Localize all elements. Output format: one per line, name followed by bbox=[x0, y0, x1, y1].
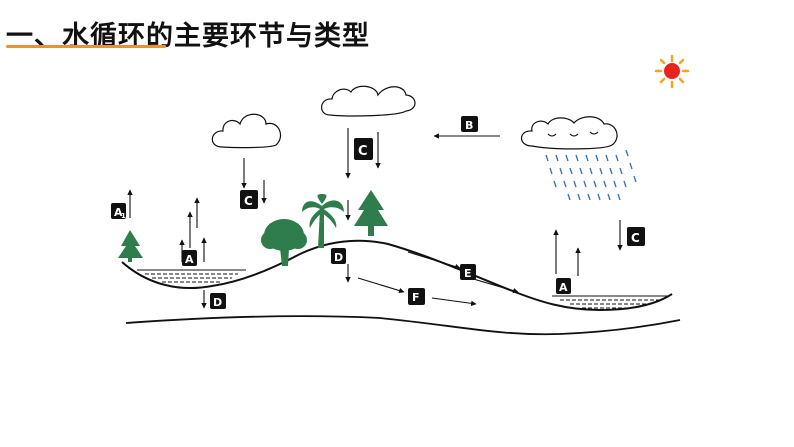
sun-icon bbox=[654, 54, 690, 89]
label-a1: A 1 bbox=[111, 203, 126, 220]
label-a1-text: A bbox=[114, 206, 123, 219]
label-a-pond: A bbox=[182, 250, 197, 266]
rain-cloud-icon bbox=[520, 116, 637, 201]
label-b-text: B bbox=[465, 119, 473, 132]
label-d-pond: D bbox=[210, 293, 226, 309]
cloud-icon bbox=[211, 113, 281, 149]
label-c-left: C bbox=[240, 190, 258, 209]
label-d-hill: D bbox=[331, 248, 346, 264]
terrain bbox=[121, 239, 681, 336]
tree-icon bbox=[354, 190, 388, 236]
label-d-hill-text: D bbox=[334, 251, 343, 264]
cloud-icon bbox=[321, 85, 416, 117]
label-e: E bbox=[460, 264, 476, 280]
label-a1-sub: 1 bbox=[121, 212, 126, 220]
label-c-left-text: C bbox=[244, 194, 253, 208]
pond-left bbox=[137, 269, 246, 283]
label-c-mid-text: C bbox=[358, 144, 368, 159]
palm-tree-icon bbox=[302, 194, 344, 248]
label-d-pond-text: D bbox=[213, 296, 222, 309]
label-c-right-text: C bbox=[631, 231, 640, 245]
label-a-pond-text: A bbox=[185, 253, 194, 266]
label-a-sea-text: A bbox=[559, 281, 568, 294]
label-a-sea: A bbox=[556, 278, 571, 294]
label-e-text: E bbox=[464, 267, 472, 280]
sea-right bbox=[552, 295, 668, 309]
tree-icon bbox=[118, 230, 143, 262]
label-b: B bbox=[461, 116, 478, 132]
label-c-right: C bbox=[627, 227, 645, 246]
label-f-text: F bbox=[412, 291, 420, 304]
arrows bbox=[127, 128, 623, 309]
title-underline bbox=[6, 45, 166, 48]
label-c-mid: C bbox=[354, 138, 373, 160]
label-f: F bbox=[408, 288, 425, 305]
broadleaf-tree-icon bbox=[261, 219, 307, 266]
